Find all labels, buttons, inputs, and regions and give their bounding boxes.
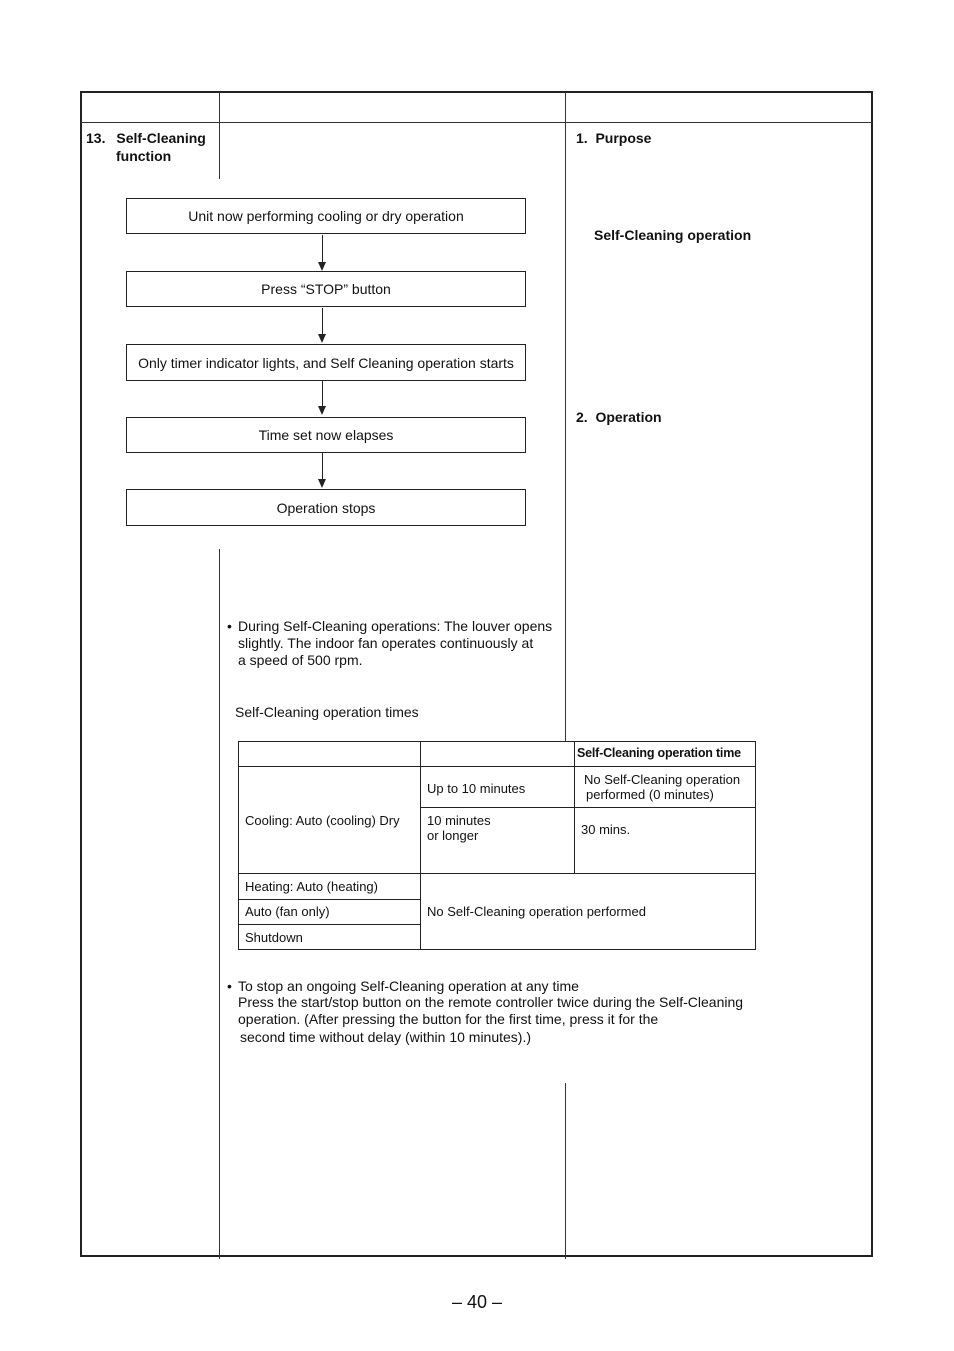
- table-row-line-fan-end: [238, 924, 420, 925]
- cell-heating-mode: Heating: Auto (heating): [245, 879, 378, 894]
- flow-arrow-line-3: [322, 381, 323, 407]
- flow-arrow-head-2: [318, 334, 326, 343]
- cell-up-to-10: Up to 10 minutes: [427, 781, 526, 796]
- during-note-line1: During Self-Cleaning operations: The lou…: [238, 618, 553, 634]
- table-row-line-cooling-end: [238, 873, 756, 874]
- table-header-operation-time: Self-Cleaning operation time: [577, 746, 741, 760]
- flow-step-press-stop: Press “STOP” button: [126, 271, 526, 307]
- times-heading: Self-Cleaning operation times: [235, 704, 419, 720]
- table-row-line-up-to-10: [420, 807, 756, 808]
- cell-no-op-line1: No Self-Cleaning operation: [584, 772, 741, 787]
- flow-arrow-line-4: [322, 453, 323, 480]
- header-row-divider: [81, 122, 873, 123]
- bullet-during: •: [227, 618, 232, 634]
- page-frame: [80, 91, 873, 1257]
- flow-step-cooling-dry: Unit now performing cooling or dry opera…: [126, 198, 526, 234]
- section-title: 13. Self-Cleaning: [86, 129, 206, 147]
- cell-no-op-line2: performed (0 minutes): [586, 787, 714, 802]
- table-row-line-header: [238, 766, 756, 767]
- section-title-line2: function: [116, 148, 172, 164]
- flow-arrow-head-3: [318, 406, 326, 415]
- column-divider-left-bottom: [219, 549, 220, 1259]
- bullet-stop: •: [227, 978, 232, 994]
- operation-heading: 2. Operation: [576, 409, 662, 425]
- page-number: – 40 –: [451, 1292, 503, 1312]
- flow-arrow-line-2: [322, 308, 323, 335]
- times-table: Self-Cleaning operation time Cooling: Au…: [238, 741, 756, 950]
- cell-ten-or-longer-line2: or longer: [427, 828, 479, 843]
- column-divider-right-bottom: [565, 1083, 566, 1259]
- column-divider-right-top: [565, 92, 566, 741]
- column-divider-left-top: [219, 92, 220, 179]
- table-col-line-1: [420, 741, 421, 950]
- flow-arrow-line-1: [322, 235, 323, 263]
- section-title-line1: Self-Cleaning: [116, 130, 206, 146]
- cell-ten-or-longer-line1: 10 minutes: [427, 813, 491, 828]
- table-row-line-heating-end: [238, 899, 420, 900]
- flow-step-time-elapses: Time set now elapses: [126, 417, 526, 453]
- during-note-line2: slightly. The indoor fan operates contin…: [238, 635, 534, 651]
- cell-shutdown: Shutdown: [245, 930, 303, 945]
- stop-note-line2: Press the start/stop button on the remot…: [238, 994, 744, 1010]
- section-number: 13.: [86, 130, 106, 146]
- flow-arrow-head-1: [318, 262, 326, 271]
- flow-step-operation-stops: Operation stops: [126, 489, 526, 526]
- table-border: [238, 741, 756, 950]
- purpose-heading: 1. Purpose: [576, 130, 652, 146]
- flow-arrow-head-4: [318, 479, 326, 488]
- stop-note-line4: second time without delay (within 10 min…: [240, 1029, 532, 1045]
- during-note-line3: a speed of 500 rpm.: [238, 652, 363, 668]
- self-cleaning-label: Self-Cleaning operation: [594, 227, 752, 243]
- stop-note-line3: operation. (After pressing the button fo…: [238, 1011, 659, 1027]
- cell-thirty-mins: 30 mins.: [581, 822, 631, 837]
- cell-cooling-mode: Cooling: Auto (cooling) Dry: [245, 813, 400, 828]
- cell-no-op-performed: No Self-Cleaning operation performed: [427, 904, 646, 919]
- cell-auto-fan: Auto (fan only): [245, 904, 330, 919]
- flow-step-timer-indicator: Only timer indicator lights, and Self Cl…: [126, 344, 526, 381]
- stop-note-line1: To stop an ongoing Self-Cleaning operati…: [238, 978, 579, 994]
